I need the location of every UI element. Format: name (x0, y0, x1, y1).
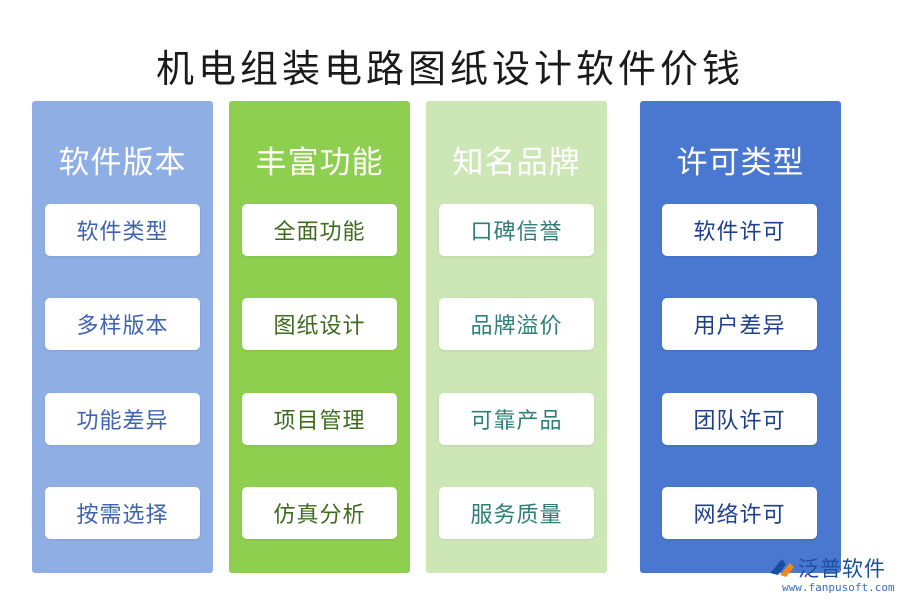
logo-url: www.fanpusoft.com (782, 581, 895, 594)
item-box: 仿真分析 (242, 487, 397, 539)
item-box: 软件许可 (662, 204, 817, 256)
item-box: 服务质量 (439, 487, 594, 539)
column-rich-features: 丰富功能 全面功能 图纸设计 项目管理 仿真分析 (229, 101, 410, 573)
item-box: 功能差异 (45, 393, 200, 445)
item-box: 全面功能 (242, 204, 397, 256)
item-box: 多样版本 (45, 298, 200, 350)
item-box: 软件类型 (45, 204, 200, 256)
column-heading: 软件版本 (58, 145, 187, 181)
logo-name: 泛普软件 (798, 557, 886, 581)
item-box: 网络许可 (662, 487, 817, 539)
item-box: 品牌溢价 (439, 298, 594, 350)
column-heading: 知名品牌 (452, 145, 581, 181)
item-box: 图纸设计 (242, 298, 397, 350)
item-box: 团队许可 (662, 393, 817, 445)
item-box: 按需选择 (45, 487, 200, 539)
page-title: 机电组装电路图纸设计软件价钱 (155, 47, 744, 91)
item-box: 可靠产品 (439, 393, 594, 445)
item-box: 项目管理 (242, 393, 397, 445)
column-software-version: 软件版本 软件类型 多样版本 功能差异 按需选择 (32, 101, 213, 573)
item-box: 口碑信誉 (439, 204, 594, 256)
item-box: 用户差异 (662, 298, 817, 350)
column-heading: 丰富功能 (255, 145, 384, 181)
fanpu-logo-icon (770, 559, 794, 577)
column-known-brands: 知名品牌 口碑信誉 品牌溢价 可靠产品 服务质量 (426, 101, 607, 573)
column-heading: 许可类型 (676, 145, 805, 181)
column-license-types: 许可类型 软件许可 用户差异 团队许可 网络许可 (640, 101, 841, 573)
brand-logo: 泛普软件 www.fanpusoft.com (768, 553, 895, 597)
